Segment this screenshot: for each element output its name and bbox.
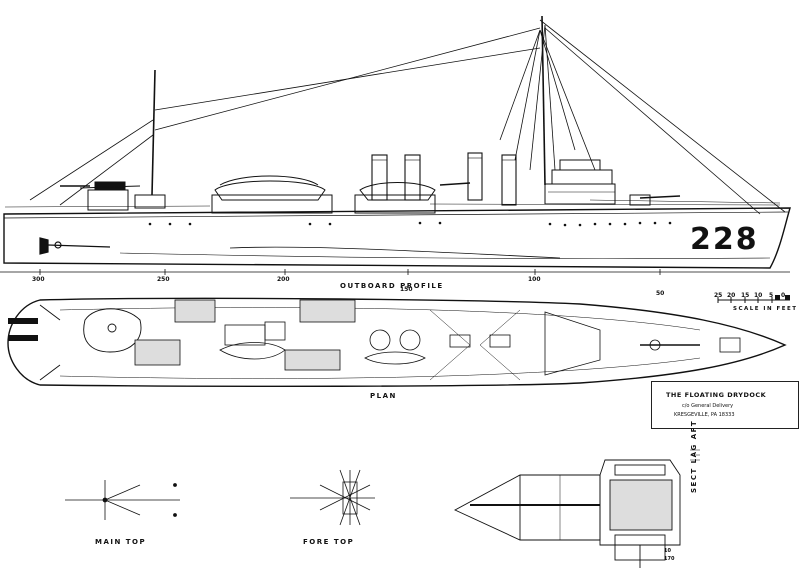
- publisher-name: THE FLOATING DRYDOCK: [666, 391, 767, 399]
- frame-250: 250: [157, 276, 170, 283]
- publisher-line1: c/o General Delivery: [682, 403, 734, 409]
- fore-top-label: FORE TOP: [303, 538, 355, 546]
- plan-label: PLAN: [370, 392, 397, 400]
- outboard-profile-label: OUTBOARD PROFILE: [340, 282, 444, 290]
- frame-50: 50: [656, 290, 665, 297]
- deck-guns: [60, 182, 471, 187]
- publisher-box: THE FLOATING DRYDOCK c/o General Deliver…: [651, 381, 799, 429]
- bridge-superstructure: [544, 159, 681, 206]
- feet-5: 5: [769, 292, 774, 299]
- outboard-profile-drawing: [3, 15, 791, 269]
- feet-15: 15: [741, 292, 750, 299]
- portholes: [148, 221, 672, 227]
- propeller-rudder: [39, 237, 111, 255]
- funnels: [371, 152, 517, 206]
- aft-deckhouse: [79, 181, 166, 211]
- plan-deck-fittings: [134, 299, 741, 381]
- feet-10: 10: [754, 292, 763, 299]
- masts: [151, 15, 546, 196]
- feet-20: 20: [727, 292, 736, 299]
- frame-scale-line: [0, 269, 790, 275]
- main-top-drawing: [65, 480, 180, 520]
- plan-deck-outline: [7, 297, 787, 388]
- main-top-label: MAIN TOP: [95, 538, 147, 546]
- deck-railing: [4, 199, 781, 208]
- fore-top-drawing: [290, 469, 375, 526]
- feet-25: 25: [714, 292, 723, 299]
- frame-300: 300: [32, 276, 45, 283]
- sect-lag-aft-label: SECT LAG AFT: [690, 419, 698, 493]
- section-drawing: [453, 449, 700, 568]
- frame-150: 150: [400, 286, 413, 293]
- rigging-lines: [29, 19, 786, 215]
- frame-100: 100: [528, 276, 541, 283]
- frame-200: 200: [277, 276, 290, 283]
- publisher-line2: KRESGEVILLE, PA 18333: [674, 412, 735, 418]
- hull-profile: [3, 207, 791, 269]
- plan-view-drawing: [7, 297, 787, 388]
- section-mark-170: 170: [664, 556, 675, 562]
- section-mark-10: 10: [664, 548, 671, 554]
- midship-boats: [211, 175, 436, 214]
- scale-in-feet-label: SCALE IN FEET: [733, 306, 798, 312]
- feet-scale-bar: [717, 295, 790, 303]
- hull-number: 228: [690, 222, 759, 257]
- plan-stern: [8, 304, 142, 381]
- feet-0: 0: [781, 292, 786, 299]
